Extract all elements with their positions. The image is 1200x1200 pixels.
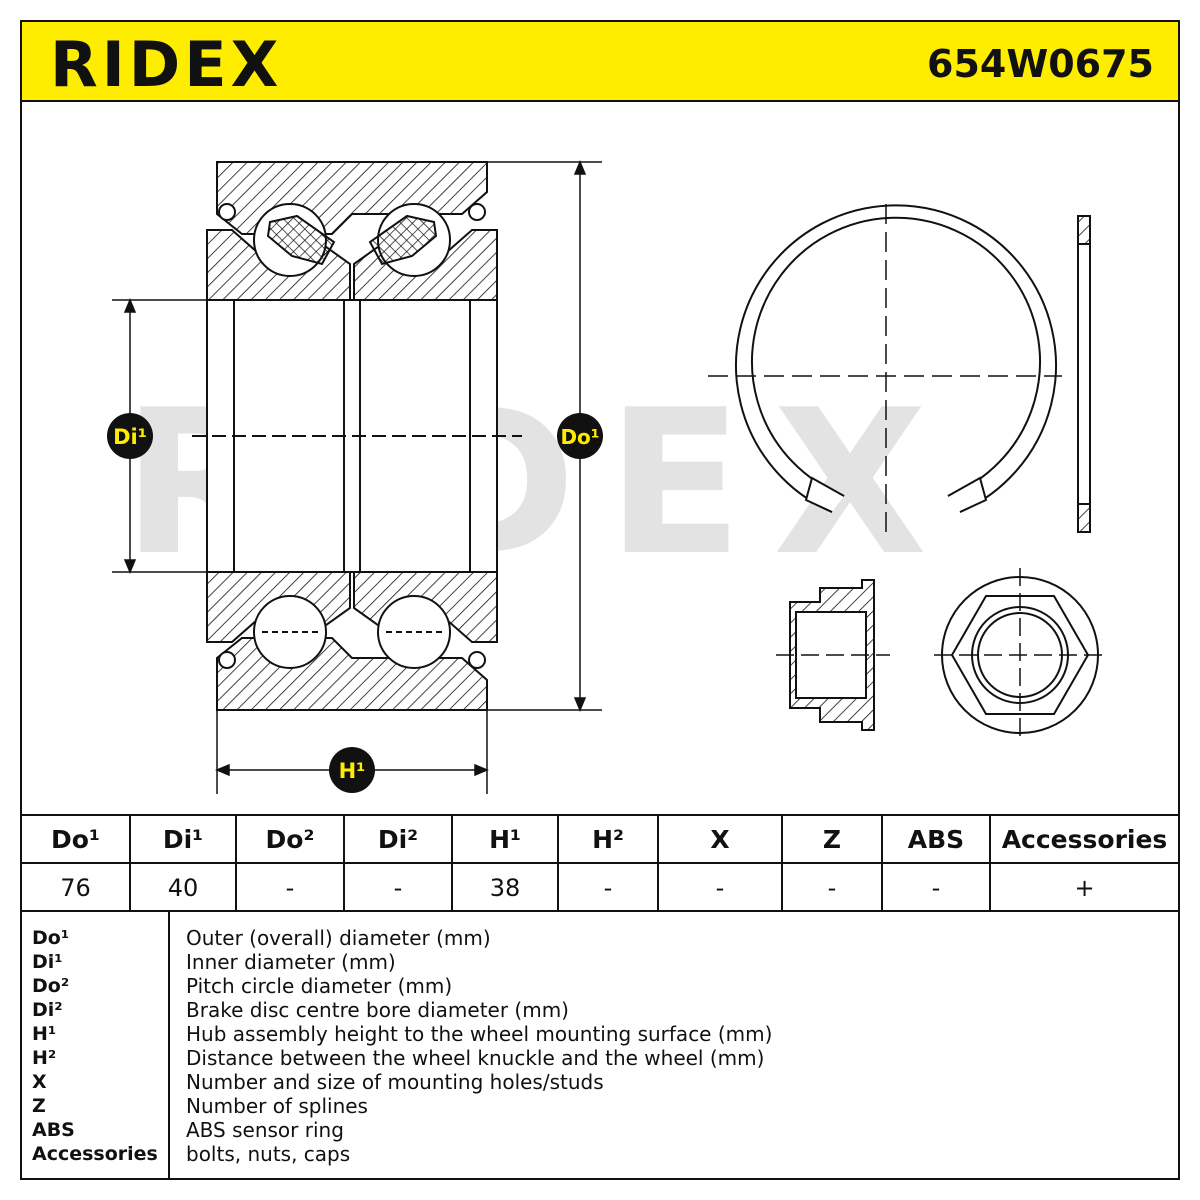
ridex-logo: RIDEX bbox=[50, 28, 282, 94]
ball-bottom-right bbox=[377, 595, 451, 669]
seal-bottom-right bbox=[468, 651, 486, 669]
datasheet-frame: RIDEX 654W0675 RIDEX bbox=[20, 20, 1180, 1180]
seal-top-right bbox=[468, 203, 486, 221]
legend-key: X bbox=[32, 1071, 47, 1093]
ball-bottom-left bbox=[253, 595, 327, 669]
legend-description: bolts, nuts, caps bbox=[186, 1142, 351, 1166]
spec-table: Do¹ Di¹ Do² Di² H¹ H² X Z ABS Accessorie… bbox=[22, 814, 1178, 911]
spec-value-h1: 38 bbox=[452, 863, 559, 911]
spec-value-do1: 76 bbox=[22, 863, 131, 911]
circlip-side-view bbox=[1077, 215, 1091, 533]
spec-table-header-row: Do¹ Di¹ Do² Di² H¹ H² X Z ABS Accessorie… bbox=[22, 815, 1178, 864]
legend-descriptions: Outer (overall) diameter (mm) Inner diam… bbox=[186, 926, 772, 1166]
axle-nut-front-view bbox=[934, 568, 1106, 742]
legend-key: Di² bbox=[32, 999, 63, 1021]
legend-key: Do² bbox=[32, 975, 70, 997]
spec-header-h1: H¹ bbox=[452, 815, 559, 864]
spec-header-x: X bbox=[658, 815, 783, 864]
legend-keys: Do¹ Di¹ Do² Di² H¹ H² X Z ABS Accessorie… bbox=[32, 926, 158, 1166]
drawing-canvas: RIDEX bbox=[107, 160, 1106, 794]
technical-drawing: RIDEX bbox=[22, 104, 1178, 812]
legend-description: ABS sensor ring bbox=[186, 1118, 344, 1142]
legend-key: Z bbox=[32, 1095, 46, 1117]
legend-description: Number of splines bbox=[186, 1094, 368, 1118]
spec-header-do1: Do¹ bbox=[22, 815, 131, 864]
legend-key: Accessories bbox=[32, 1143, 158, 1165]
legend-key: H² bbox=[32, 1047, 57, 1069]
cage-top-left bbox=[266, 214, 336, 266]
legend-description: Number and size of mounting holes/studs bbox=[186, 1070, 604, 1094]
ridex-logo-text: RIDEX bbox=[50, 28, 282, 94]
badge-do1-label: Do¹ bbox=[560, 425, 599, 449]
axle-nut-side-view bbox=[776, 579, 890, 731]
legend-description: Distance between the wheel knuckle and t… bbox=[186, 1046, 765, 1070]
spec-table-value-row: 76 40 - - 38 - - - - + bbox=[22, 863, 1178, 911]
spec-header-abs: ABS bbox=[882, 815, 991, 864]
spec-value-h2: - bbox=[558, 863, 659, 911]
legend-description: Hub assembly height to the wheel mountin… bbox=[186, 1022, 773, 1046]
legend-divider bbox=[168, 912, 170, 1180]
header-bar: RIDEX 654W0675 bbox=[22, 22, 1178, 102]
spec-value-do2: - bbox=[236, 863, 345, 911]
badge-di1-label: Di¹ bbox=[113, 425, 147, 449]
legend-key: Do¹ bbox=[32, 927, 70, 949]
spec-header-accessories: Accessories bbox=[990, 815, 1178, 864]
legend-key: H¹ bbox=[32, 1023, 57, 1045]
badge-di1: Di¹ bbox=[107, 413, 153, 459]
legend-description: Outer (overall) diameter (mm) bbox=[186, 926, 491, 950]
spec-value-di2: - bbox=[344, 863, 453, 911]
badge-do1: Do¹ bbox=[557, 413, 603, 459]
seal-top-left bbox=[218, 203, 236, 221]
spec-value-di1: 40 bbox=[130, 863, 237, 911]
part-number: 654W0675 bbox=[927, 42, 1154, 86]
spec-header-z: Z bbox=[782, 815, 883, 864]
legend-description: Brake disc centre bore diameter (mm) bbox=[186, 998, 569, 1022]
spec-value-abs: - bbox=[882, 863, 991, 911]
seal-bottom-left bbox=[218, 651, 236, 669]
legend-description: Pitch circle diameter (mm) bbox=[186, 974, 453, 998]
circlip bbox=[708, 204, 1062, 534]
legend-key: Di¹ bbox=[32, 951, 63, 973]
legend-key: ABS bbox=[32, 1119, 75, 1141]
cage-top-right bbox=[368, 214, 438, 266]
legend-description: Inner diameter (mm) bbox=[186, 950, 396, 974]
spec-header-do2: Do² bbox=[236, 815, 345, 864]
spec-header-h2: H² bbox=[558, 815, 659, 864]
badge-h1: H¹ bbox=[329, 747, 375, 793]
spec-header-di2: Di² bbox=[344, 815, 453, 864]
legend: Do¹ Di¹ Do² Di² H¹ H² X Z ABS Accessorie… bbox=[22, 910, 1178, 1180]
spec-value-accessories: + bbox=[1074, 873, 1095, 902]
spec-value-z: - bbox=[782, 863, 883, 911]
bearing-cross-section bbox=[192, 161, 522, 711]
spec-header-di1: Di¹ bbox=[130, 815, 237, 864]
badge-h1-label: H¹ bbox=[339, 759, 366, 783]
spec-value-x: - bbox=[658, 863, 783, 911]
